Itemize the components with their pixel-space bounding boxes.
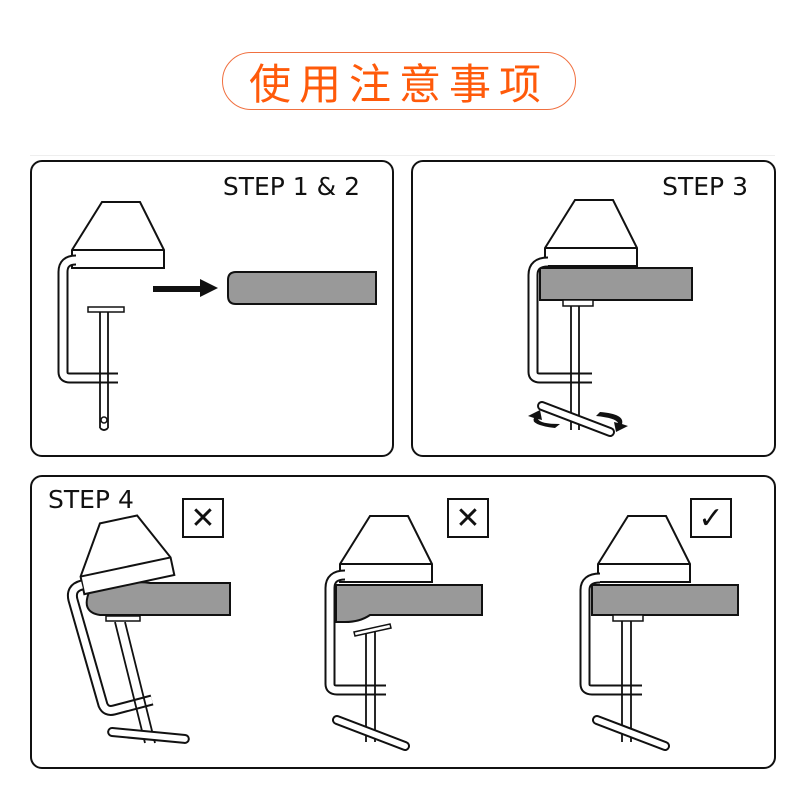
table-edge <box>227 271 377 305</box>
page-title: 使用注意事项 <box>248 59 549 109</box>
clamp-wrong-misaligned <box>324 515 483 746</box>
mark-glyph: ✓ <box>698 500 724 536</box>
step-label: STEP 3 <box>662 172 748 201</box>
divider <box>30 155 775 156</box>
clamp-wrong-tilted <box>66 509 231 744</box>
rotate-right-arrow-icon <box>596 412 628 432</box>
rotate-left-arrow-icon <box>528 410 560 428</box>
panel-step-4: STEP 4 <box>30 475 776 769</box>
panel-step-1-2: STEP 1 & 2 <box>30 160 394 457</box>
clamp-step3 <box>527 199 693 432</box>
arrow-icon <box>153 279 218 297</box>
wrong-mark-icon: ✕ <box>182 498 224 538</box>
check-mark-icon: ✓ <box>690 498 732 538</box>
step-label: STEP 4 <box>48 485 134 514</box>
panel-step-3: STEP 3 <box>411 160 776 457</box>
step-label: STEP 1 & 2 <box>222 172 360 201</box>
clamp-step1 <box>57 201 165 431</box>
wrong-mark-icon: ✕ <box>447 498 489 538</box>
mark-glyph: ✕ <box>190 500 216 536</box>
mark-glyph: ✕ <box>455 500 481 536</box>
title-banner: 使用注意事项 <box>222 52 576 110</box>
clamp-correct <box>579 515 739 746</box>
